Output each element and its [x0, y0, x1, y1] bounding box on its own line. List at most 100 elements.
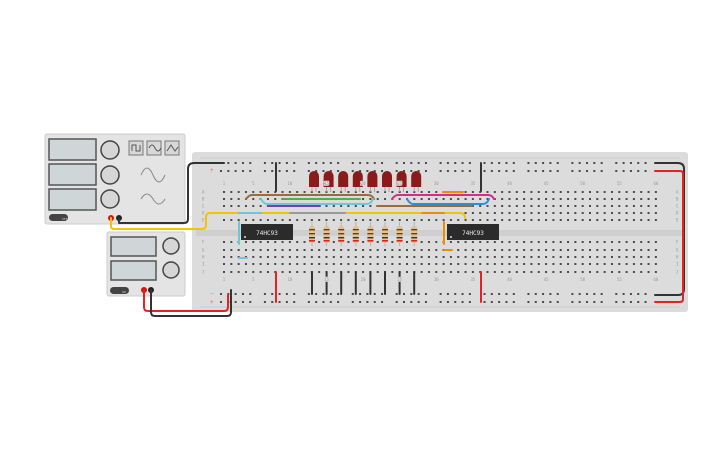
hole[interactable] [632, 249, 635, 251]
rail-hole[interactable] [424, 170, 427, 172]
hole[interactable] [479, 219, 482, 221]
rail-hole[interactable] [512, 170, 515, 172]
rail-hole[interactable] [483, 162, 486, 164]
hole[interactable] [354, 256, 357, 258]
hole[interactable] [654, 256, 657, 258]
hole[interactable] [596, 205, 599, 207]
hole[interactable] [274, 256, 277, 258]
hole[interactable] [457, 263, 460, 265]
hole[interactable] [464, 241, 467, 243]
hole[interactable] [537, 263, 540, 265]
hole[interactable] [406, 256, 408, 258]
hole[interactable] [442, 256, 445, 258]
hole[interactable] [545, 205, 548, 207]
hole[interactable] [596, 249, 599, 251]
hole[interactable] [552, 219, 555, 221]
rail-hole[interactable] [556, 170, 559, 172]
rail-hole[interactable] [403, 170, 405, 172]
hole[interactable] [545, 241, 548, 243]
hole[interactable] [274, 249, 277, 251]
hole[interactable] [252, 205, 255, 207]
hole[interactable] [340, 263, 343, 265]
rail-hole[interactable] [329, 301, 332, 303]
rail-hole[interactable] [278, 170, 281, 172]
rail-hole[interactable] [593, 162, 596, 164]
hole[interactable] [545, 191, 548, 193]
hole[interactable] [332, 256, 335, 258]
hole[interactable] [318, 256, 321, 258]
led[interactable] [323, 171, 334, 192]
hole[interactable] [501, 249, 504, 251]
hole[interactable] [559, 271, 562, 273]
hole[interactable] [493, 205, 496, 207]
hole[interactable] [581, 256, 584, 258]
hole[interactable] [310, 219, 313, 221]
hole[interactable] [610, 212, 613, 214]
hole[interactable] [420, 191, 423, 193]
hole[interactable] [493, 191, 496, 193]
hole[interactable] [545, 263, 548, 265]
resistor[interactable] [338, 222, 345, 246]
hole[interactable] [530, 256, 533, 258]
rail-hole[interactable] [446, 162, 449, 164]
hole[interactable] [640, 241, 643, 243]
hole[interactable] [603, 249, 606, 251]
hole[interactable] [545, 198, 548, 200]
hole[interactable] [471, 212, 474, 214]
hole[interactable] [347, 263, 350, 265]
hole[interactable] [398, 249, 401, 251]
hole[interactable] [457, 198, 460, 200]
rail-hole[interactable] [637, 170, 640, 172]
hole[interactable] [274, 241, 277, 243]
hole[interactable] [625, 263, 628, 265]
hole[interactable] [618, 205, 621, 207]
hole[interactable] [362, 205, 365, 207]
hole[interactable] [567, 212, 570, 214]
rail-hole[interactable] [322, 170, 325, 172]
hole[interactable] [449, 219, 452, 221]
hole[interactable] [223, 256, 225, 258]
hole[interactable] [230, 198, 233, 200]
hole[interactable] [413, 249, 416, 251]
hole[interactable] [384, 198, 387, 200]
rail-hole[interactable] [446, 293, 449, 295]
rail-hole[interactable] [234, 170, 237, 172]
rail-hole[interactable] [307, 162, 310, 164]
rail-hole[interactable] [578, 162, 581, 164]
hole[interactable] [603, 241, 606, 243]
hole[interactable] [296, 256, 299, 258]
rail-hole[interactable] [622, 170, 625, 172]
hole[interactable] [252, 219, 255, 221]
hole[interactable] [515, 263, 518, 265]
rail-hole[interactable] [403, 162, 405, 164]
hole[interactable] [325, 256, 328, 258]
hole[interactable] [479, 263, 482, 265]
rail-hole[interactable] [629, 301, 632, 303]
rail-hole[interactable] [556, 293, 559, 295]
hole[interactable] [654, 205, 657, 207]
rail-hole[interactable] [622, 301, 625, 303]
power-supply[interactable]: ON [106, 231, 186, 297]
hole[interactable] [340, 256, 343, 258]
hole[interactable] [406, 271, 408, 273]
hole[interactable] [464, 191, 467, 193]
hole[interactable] [486, 212, 489, 214]
rail-hole[interactable] [373, 301, 376, 303]
hole[interactable] [515, 271, 518, 273]
led[interactable] [338, 171, 349, 192]
rail-hole[interactable] [490, 170, 493, 172]
hole[interactable] [340, 219, 343, 221]
hole[interactable] [581, 219, 584, 221]
hole[interactable] [464, 263, 467, 265]
hole[interactable] [237, 271, 240, 273]
hole[interactable] [632, 212, 635, 214]
hole[interactable] [596, 191, 599, 193]
hole[interactable] [369, 205, 372, 207]
rail-hole[interactable] [410, 293, 413, 295]
hole[interactable] [244, 191, 247, 193]
hole[interactable] [530, 219, 533, 221]
hole[interactable] [618, 263, 621, 265]
hole[interactable] [362, 271, 365, 273]
resistor[interactable] [382, 222, 388, 246]
hole[interactable] [464, 256, 467, 258]
